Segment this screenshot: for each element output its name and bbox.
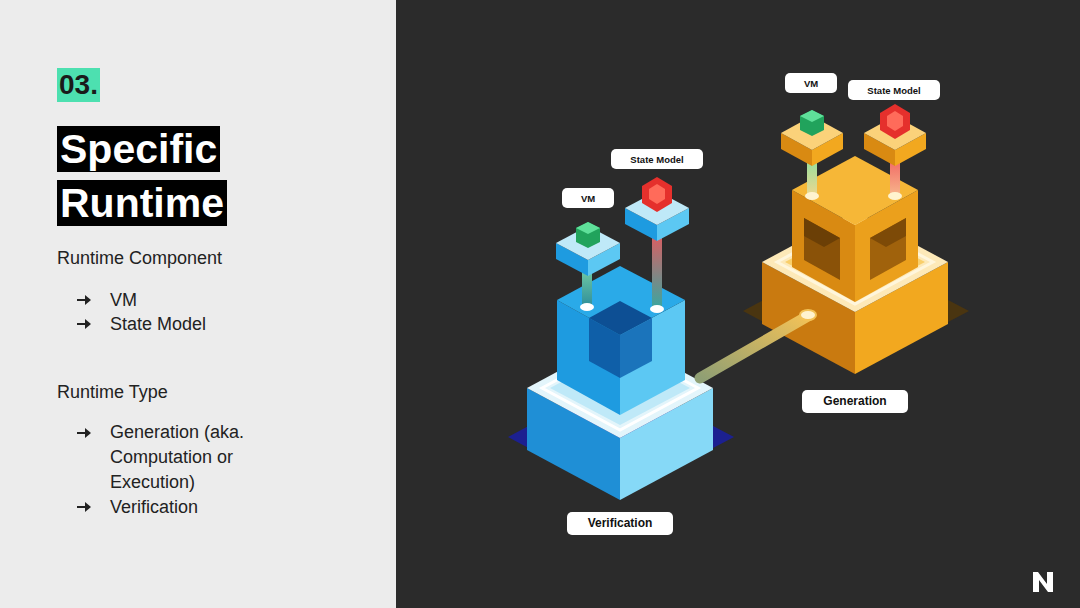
bullet-item: Verification [110, 496, 360, 518]
verification-cube [557, 266, 685, 415]
pill-text: State Model [630, 154, 683, 165]
label-pill: VM [562, 188, 614, 208]
pill-text: Generation [823, 394, 886, 408]
link-bar [700, 310, 816, 378]
section-number: 03. [57, 68, 100, 102]
bullet-arrows [77, 295, 91, 512]
section-heading: Runtime Type [57, 381, 357, 403]
pill-text: Verification [588, 516, 653, 530]
brand-logo [1033, 572, 1053, 592]
verification-runtime-parts [556, 177, 689, 313]
bullet-item: VM [110, 289, 360, 311]
label-pill: Verification [567, 512, 673, 535]
label-pill: VM [785, 73, 837, 93]
dark-panel [396, 0, 1080, 608]
bullet-item: State Model [110, 313, 360, 335]
generation-runtime-parts [781, 104, 926, 200]
label-pill: Generation [802, 390, 908, 413]
pill-text: State Model [867, 85, 920, 96]
slide-title: Specific Runtime [57, 126, 227, 226]
label-pill: State Model [611, 149, 703, 169]
pill-text: VM [581, 193, 595, 204]
label-pill: State Model [848, 80, 940, 100]
bullet-item: Generation (aka. Computation or Executio… [110, 420, 282, 495]
section-heading: Runtime Component [57, 247, 357, 269]
pill-text: VM [804, 78, 818, 89]
title-block: Specific Runtime [57, 122, 257, 230]
